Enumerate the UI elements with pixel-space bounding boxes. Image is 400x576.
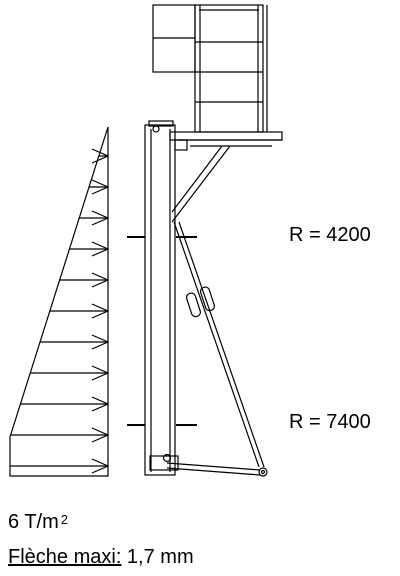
pressure-arrowhead	[91, 365, 110, 381]
platform-bracket	[174, 139, 188, 151]
diagonal-brace-b	[171, 145, 231, 223]
pressure-arrowhead	[91, 458, 110, 474]
platform-deck	[169, 131, 283, 141]
wall-outer	[144, 124, 176, 476]
pressure-arrowhead	[91, 427, 110, 443]
bottom-strut-top	[166, 462, 261, 471]
pressure-arrowhead	[91, 303, 110, 319]
reaction-markers	[127, 236, 197, 426]
pressure-triangle	[9, 126, 109, 477]
bottom-pin	[162, 453, 172, 463]
wall-base-plate	[149, 455, 179, 471]
strut-left	[173, 221, 260, 468]
bottom-joint	[258, 467, 268, 477]
pressure-arrowhead	[91, 272, 110, 288]
load-exponent: 2	[60, 512, 68, 527]
turnbuckle-1	[185, 292, 202, 318]
wall-cap	[148, 120, 174, 127]
railing-structure	[152, 4, 283, 151]
pressure-arrowhead	[91, 148, 110, 164]
pressure-arrowhead	[91, 179, 110, 195]
diagonal-brace-a	[171, 145, 223, 213]
load-value: 6 T/m	[8, 511, 59, 533]
turnbuckle-2	[199, 286, 216, 312]
railing-frame-main	[194, 4, 264, 133]
bracing	[166, 145, 268, 477]
deflection-value: 1,7 mm	[121, 546, 194, 568]
bottom-joint-inner	[260, 469, 266, 475]
top-pin	[152, 125, 160, 133]
reaction-bottom-label: R = 7400	[289, 411, 371, 433]
pressure-arrowhead	[91, 396, 110, 412]
pressure-arrowhead	[91, 334, 110, 350]
pressure-arrowhead	[91, 210, 110, 226]
pressure-diagram	[9, 126, 110, 477]
pressure-arrows	[10, 148, 110, 474]
strut-right	[178, 221, 265, 468]
bottom-strut-bottom	[166, 467, 261, 476]
sheet-pile-wall	[144, 120, 179, 476]
deflection-caption: Flèche maxi:	[8, 546, 122, 568]
deflection-label: Flèche maxi: 1,7 mm	[8, 546, 194, 568]
pressure-arrowhead	[91, 241, 110, 257]
reaction-top-label: R = 4200	[289, 224, 371, 246]
